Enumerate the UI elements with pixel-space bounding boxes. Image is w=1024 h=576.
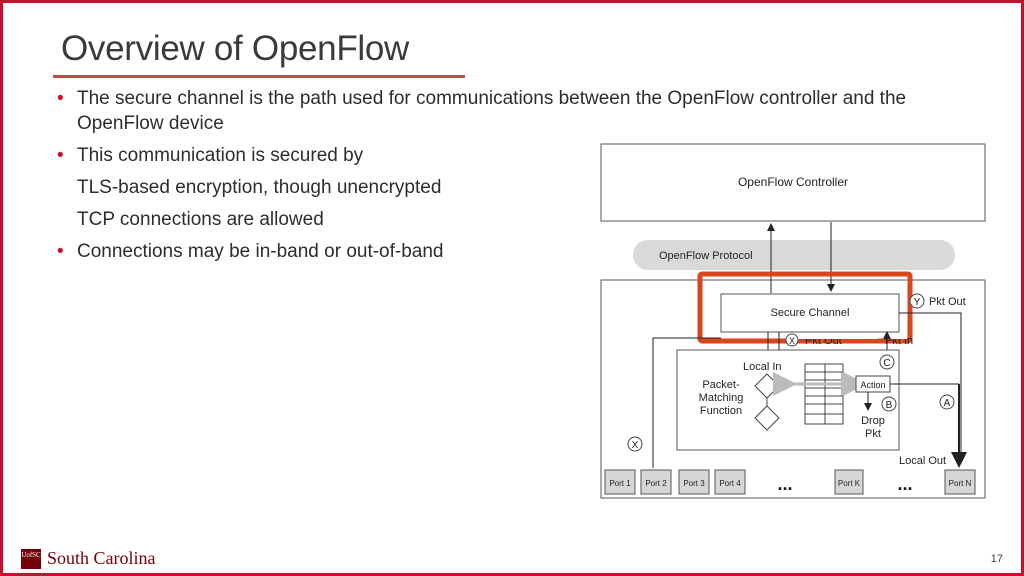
bullet-text: Connections may be in-band or out-of-ban… <box>77 241 444 262</box>
logo-text: South Carolina <box>47 548 156 568</box>
port-2-label: Port 2 <box>645 479 667 488</box>
port-n-label: Port N <box>949 479 972 488</box>
drop-label-1: Drop <box>861 415 885 427</box>
port-k-label: Port K <box>838 479 861 488</box>
marker-y <box>909 293 925 309</box>
pkt-out-top-label: Pkt Out <box>929 296 966 308</box>
protocol-label: OpenFlow Protocol <box>659 250 753 262</box>
title-underline <box>53 75 465 78</box>
bullet-item: • This communication is secured by <box>53 143 993 168</box>
ellipsis-1: ... <box>777 474 792 494</box>
bullet-text: This communication is secured by <box>77 145 364 166</box>
bullet-dot: • <box>57 88 64 109</box>
controller-box <box>600 143 986 222</box>
marker-b <box>881 396 897 412</box>
bullet-continuation: •TLS-based encryption, though unencrypte… <box>53 175 993 200</box>
bullet-continuation: •TCP connections are allowed <box>53 207 993 232</box>
marker-a-label: A <box>944 398 951 409</box>
bullet-item: • Connections may be in-band or out-of-ba… <box>53 239 993 264</box>
marker-x-mid <box>785 333 799 347</box>
marker-c-label: C <box>883 358 890 369</box>
port-k: Port K <box>834 469 864 495</box>
page-number: 17 <box>990 553 1003 565</box>
pmf-label-3: Function <box>700 405 742 417</box>
local-in-label: Local In <box>743 361 782 373</box>
port-4: Port 4 <box>714 469 746 495</box>
port-3-label: Port 3 <box>683 479 705 488</box>
action-label: Action <box>860 380 885 390</box>
port-3: Port 3 <box>678 469 710 495</box>
slide-title: Overview of OpenFlow <box>61 29 410 68</box>
marker-y-label: Y <box>914 297 921 308</box>
controller-label: OpenFlow Controller <box>738 175 848 189</box>
bullet-text: TCP connections are allowed <box>77 209 324 230</box>
bullet-text: The secure channel is the path used for … <box>77 88 907 134</box>
marker-a <box>939 394 955 410</box>
packet-matching-box <box>676 349 900 451</box>
pmf-label-1: Packet- <box>702 379 740 391</box>
port-n: Port N <box>944 469 976 495</box>
marker-c <box>879 354 895 370</box>
protocol-band <box>633 240 955 270</box>
pmf-label-2: Matching <box>699 392 744 404</box>
marker-x-lower <box>627 436 643 452</box>
ellipsis-2: ... <box>897 474 912 494</box>
match-diamond-bottom <box>754 405 780 431</box>
bullet-text: TLS-based encryption, though unencrypted <box>77 177 442 198</box>
marker-x-lower-label: X <box>632 440 639 451</box>
highlight-box <box>697 271 913 344</box>
local-out-label: Local Out <box>899 455 946 467</box>
university-logo: UofSC South Carolina <box>21 548 156 569</box>
marker-b-label: B <box>886 400 893 411</box>
secure-channel-box <box>720 293 900 333</box>
bullet-item: • The secure channel is the path used for… <box>53 86 993 136</box>
port-4-label: Port 4 <box>719 479 741 488</box>
bullet-dot: • <box>57 145 64 166</box>
logo-emblem: UofSC <box>21 548 41 569</box>
port-2: Port 2 <box>640 469 672 495</box>
drop-label-2: Pkt <box>865 428 881 440</box>
bullet-list: • The secure channel is the path used for… <box>53 86 993 271</box>
secure-channel-label: Secure Channel <box>771 307 850 319</box>
bullet-dot: • <box>57 241 64 262</box>
marker-x-mid-label: X <box>789 336 795 346</box>
port-1: Port 1 <box>604 469 636 495</box>
port-1-label: Port 1 <box>609 479 631 488</box>
flow-table <box>804 363 844 425</box>
openflow-diagram: OpenFlow Controller OpenFlow Protocol Se… <box>600 143 986 499</box>
